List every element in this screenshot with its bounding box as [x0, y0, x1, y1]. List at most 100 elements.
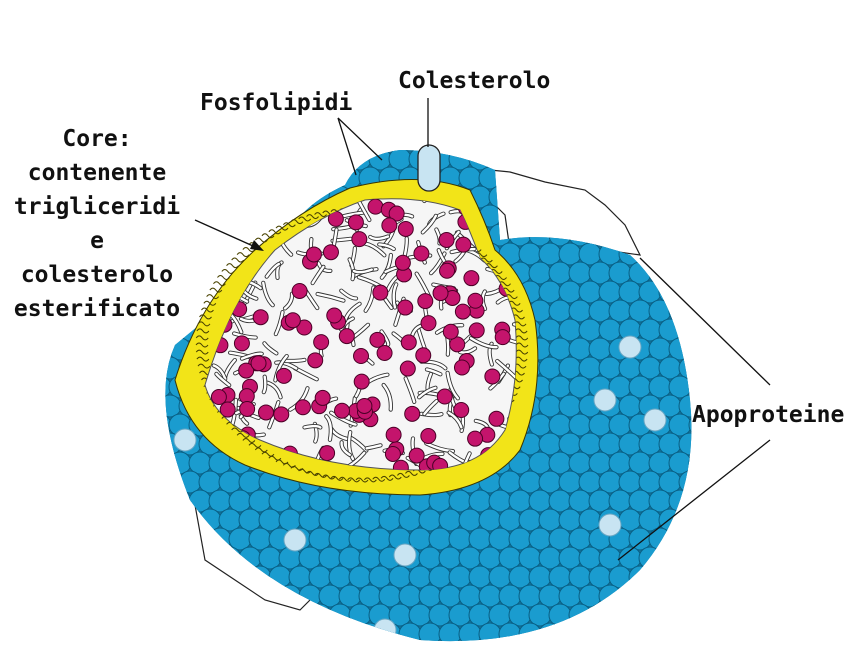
lipid-strand: [378, 243, 395, 251]
phospholipid-head: [249, 642, 271, 658]
phospholipid-head: [188, 185, 212, 209]
phospholipid-head: [538, 150, 562, 152]
phospholipid-head: [165, 337, 172, 361]
tail-squiggle: [221, 268, 235, 274]
apoprotein-spot: [593, 388, 617, 412]
phospholipid-head: [648, 261, 672, 285]
phospholipid-head: [688, 603, 692, 627]
phospholipid-head: [648, 527, 672, 551]
phospholipid-head: [548, 261, 572, 285]
phospholipid-head: [668, 337, 692, 361]
phospholipid-head: [348, 527, 372, 551]
phospholipid-head: [458, 584, 482, 608]
phospholipid-head: [218, 622, 242, 642]
phospholipid-head: [338, 546, 362, 570]
phospholipid-head: [578, 432, 602, 456]
phospholipid-head: [628, 185, 652, 209]
phospholipid-head: [198, 242, 222, 266]
phospholipid-head: [638, 204, 662, 228]
cholesteryl-ester: [272, 198, 289, 210]
phospholipid-head: [188, 150, 212, 171]
phospholipid-head: [578, 166, 602, 190]
phospholipid-head: [165, 508, 182, 532]
phospholipid-head: [449, 642, 471, 658]
tail-squiggle: [201, 307, 214, 313]
phospholipid-head: [598, 150, 622, 152]
tail-squiggle: [515, 335, 529, 341]
phospholipid-head: [588, 565, 612, 589]
phospholipid-head: [228, 185, 252, 209]
tail-squiggle: [261, 233, 275, 239]
phospholipid-head: [498, 150, 522, 152]
phospholipid-head: [208, 150, 232, 171]
cholesteryl-ester: [326, 307, 343, 324]
phospholipid-head: [438, 546, 462, 570]
lipid-strand: [275, 361, 298, 370]
leader-lines: [194, 98, 771, 561]
phospholipid-head: [628, 565, 652, 589]
phospholipid-head: [699, 623, 721, 645]
lipid-strand-outline: [236, 198, 248, 215]
lipid-strand: [245, 198, 249, 200]
phospholipid-head: [609, 642, 631, 658]
lipid-strand: [229, 212, 240, 233]
apoprotein-spot: [643, 408, 667, 432]
phospholipid-head: [429, 642, 451, 658]
apoprotein-spot: [618, 335, 642, 359]
phospholipid-head: [338, 622, 362, 642]
phospholipid-head: [538, 508, 562, 532]
phospholipid-head: [298, 622, 322, 642]
phospholipid-head: [638, 622, 662, 642]
phospholipid-head: [589, 642, 611, 658]
phospholipid-head: [228, 150, 252, 171]
cholesteryl-ester: [270, 210, 287, 227]
cholesteryl-ester: [376, 344, 393, 361]
lipid-strand: [311, 265, 325, 285]
lipid-strand: [325, 415, 333, 442]
tail-squiggle: [380, 475, 394, 481]
phospholipid-head: [528, 565, 552, 589]
cholesteryl-ester: [275, 367, 292, 384]
phospholipid-head: [409, 642, 431, 658]
lipid-strand: [340, 289, 358, 300]
phospholipid-head: [628, 375, 652, 399]
lipid-strand: [363, 242, 386, 257]
phospholipid-head: [638, 584, 662, 608]
phospholipid-head: [598, 318, 622, 342]
cholesteryl-ester: [404, 405, 421, 422]
phospholipid-head: [269, 642, 291, 658]
tail-squiggle: [254, 237, 268, 243]
tail-squiggle: [195, 342, 209, 348]
cholesteryl-ester: [369, 331, 386, 348]
phospholipid-head: [468, 489, 492, 513]
lipid-strand: [205, 284, 209, 297]
phospholipid-head: [165, 375, 172, 399]
phospholipid-head: [198, 150, 222, 152]
phospholipid-head: [165, 622, 182, 642]
phospholipid-head: [298, 166, 322, 190]
phospholipid-head: [688, 299, 692, 323]
phospholipid-head: [528, 413, 552, 437]
cholesteryl-ester: [233, 335, 250, 352]
phospholipid-head: [165, 413, 172, 437]
phospholipid-head: [538, 394, 562, 418]
phospholipid-head: [578, 150, 602, 152]
phospholipid-head: [618, 166, 642, 190]
tail-squiggle: [268, 229, 282, 235]
phospholipid-head: [608, 565, 632, 589]
phospholipid-head: [428, 565, 452, 589]
phospholipid-head: [308, 489, 332, 513]
phospholipid-head: [528, 150, 552, 171]
phospholipid-head: [188, 603, 212, 627]
tail-squiggle: [282, 222, 296, 228]
lipid-strand: [382, 383, 393, 411]
phospholipid-head: [578, 584, 602, 608]
phospholipid-head: [258, 204, 282, 228]
tail-squiggle: [485, 263, 498, 269]
tail-squiggle: [199, 314, 212, 320]
phospholipid-head: [558, 150, 582, 152]
phospholipid-head: [298, 546, 322, 570]
lipid-strand: [245, 218, 255, 247]
cholesteryl-ester: [415, 347, 432, 364]
phospholipid-head: [468, 150, 492, 171]
